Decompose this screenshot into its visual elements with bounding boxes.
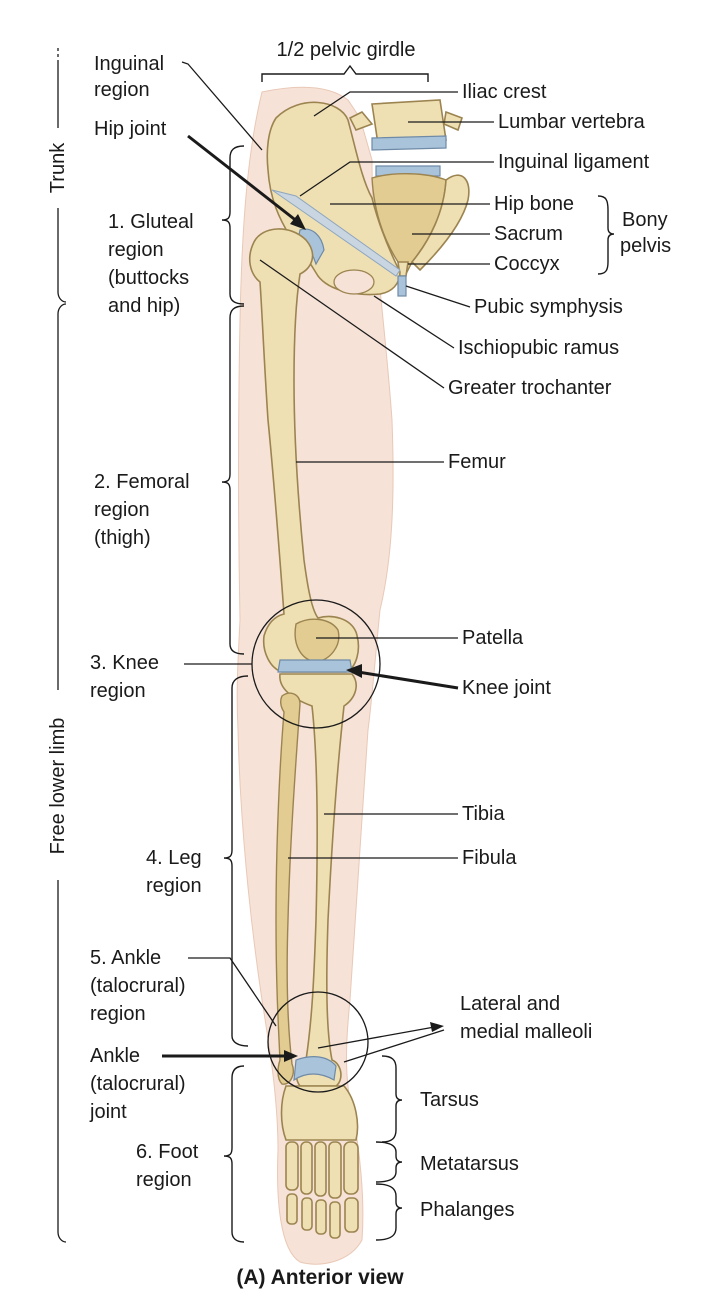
gluteal-region-label-4: and hip) (108, 295, 180, 317)
malleoli-arrowhead-lateral (430, 1022, 444, 1032)
tibia-label: Tibia (462, 803, 505, 825)
ankle-joint-cartilage (293, 1056, 337, 1082)
ankle-joint-label: Ankle (90, 1045, 140, 1067)
hip-bone-label: Hip bone (494, 193, 574, 215)
ankle-joint-arrowhead (284, 1050, 298, 1062)
gluteal-region-brace (221, 145, 245, 305)
limb-illustration (236, 86, 470, 1265)
patella-shape (294, 618, 340, 663)
right-hip-bone-shape (410, 174, 470, 272)
iliac-crest-label: Iliac crest (462, 81, 547, 103)
ischiopubic-ramus-label: Ischiopubic ramus (458, 337, 619, 359)
foot-digits (285, 1141, 359, 1239)
knee-joint-cartilage (277, 659, 353, 673)
malleoli-leader-medial (343, 1029, 445, 1063)
tarsus-label: Tarsus (420, 1089, 479, 1111)
ankle-joint-label-2: (talocrural) (90, 1073, 186, 1095)
sacrum-label: Sacrum (494, 223, 563, 245)
femur-shape (248, 228, 360, 673)
iliac-crest-leader (313, 91, 458, 117)
metatarsus-label: Metatarsus (420, 1153, 519, 1175)
femoral-region-brace (221, 305, 245, 655)
hip-joint-label: Hip joint (94, 118, 167, 140)
tarsus-shape (280, 1085, 359, 1141)
knee-joint-arrowhead (346, 664, 362, 678)
greater-trochanter-leader (259, 259, 445, 389)
leg-region-label: 4. Leg (146, 847, 202, 869)
gluteal-region-label-3: (buttocks (108, 267, 189, 289)
knee-region-label-2: region (90, 680, 146, 702)
femoral-region-label: 2. Femoral (94, 471, 190, 493)
patella-label: Patella (462, 627, 524, 649)
knee-joint-label: Knee joint (462, 677, 551, 699)
fibula-label: Fibula (462, 847, 517, 869)
greater-trochanter-label: Greater trochanter (448, 377, 612, 399)
foot-region-brace (223, 1065, 245, 1243)
ankle-joint-label-3: joint (89, 1101, 127, 1123)
hip-joint-arrow (187, 134, 299, 224)
inguinal-ligament-leader (299, 161, 494, 197)
ankle-region-label-3: region (90, 1003, 146, 1025)
inguinal-region-leader (181, 61, 263, 151)
malleoli-leader-lateral (317, 1025, 441, 1049)
figure-caption: (A) Anterior view (236, 1266, 404, 1289)
foot-region-label-2: region (136, 1169, 192, 1191)
pubic-symphysis-shape (397, 275, 407, 297)
pubic-symphysis-label: Pubic symphysis (474, 296, 623, 318)
inguinal-ligament-label: Inguinal ligament (498, 151, 650, 173)
malleoli-label-2: medial malleoli (460, 1021, 592, 1043)
hip-joint-arrowhead (290, 214, 306, 230)
trunk-label: Trunk (47, 142, 69, 193)
phalanges-brace (375, 1183, 403, 1241)
tarsus-brace (381, 1055, 403, 1143)
ankle-region-leader (188, 957, 277, 1027)
metatarsus-brace (375, 1141, 403, 1183)
ankle-circle (267, 991, 369, 1093)
malleoli-label: Lateral and (460, 993, 560, 1015)
inguinal-region-label: Inguinal (94, 53, 164, 75)
phalanges-label: Phalanges (420, 1199, 515, 1221)
gluteal-region-label-2: region (108, 239, 164, 261)
gluteal-region-label: 1. Gluteal (108, 211, 194, 233)
ankle-region-label: 5. Ankle (90, 947, 161, 969)
leg-region-brace (223, 675, 249, 1047)
trunk-bracket (57, 62, 67, 303)
pubic-symphysis-leader (405, 285, 471, 308)
coccyx-label: Coccyx (494, 253, 560, 275)
bony-pelvis-brace (597, 195, 615, 275)
femoral-region-label-2: region (94, 499, 150, 521)
femoral-region-label-3: (thigh) (94, 527, 151, 549)
bony-pelvis-label: Bony (622, 209, 668, 231)
ankle-region-label-2: (talocrural) (90, 975, 186, 997)
inguinal-region-label-2: region (94, 79, 150, 101)
ischiopubic-ramus-leader (373, 295, 455, 349)
free-lower-limb-bracket (57, 303, 67, 1243)
lumbar-vertebra-label: Lumbar vertebra (498, 111, 646, 133)
pelvic-girdle-brace (261, 64, 429, 82)
pelvic-girdle-label: 1/2 pelvic girdle (277, 39, 416, 61)
knee-region-label: 3. Knee (90, 652, 159, 674)
leg-region-label-2: region (146, 875, 202, 897)
free-lower-limb-label: Free lower limb (47, 718, 69, 855)
fibula-shape (275, 692, 301, 1085)
inguinal-ligament-shape (271, 189, 401, 277)
obturator-foramen (333, 269, 375, 295)
bony-pelvis-label-2: pelvis (620, 235, 671, 257)
knee-joint-arrow (357, 670, 459, 690)
femur-label: Femur (448, 451, 506, 473)
foot-region-label: 6. Foot (136, 1141, 199, 1163)
